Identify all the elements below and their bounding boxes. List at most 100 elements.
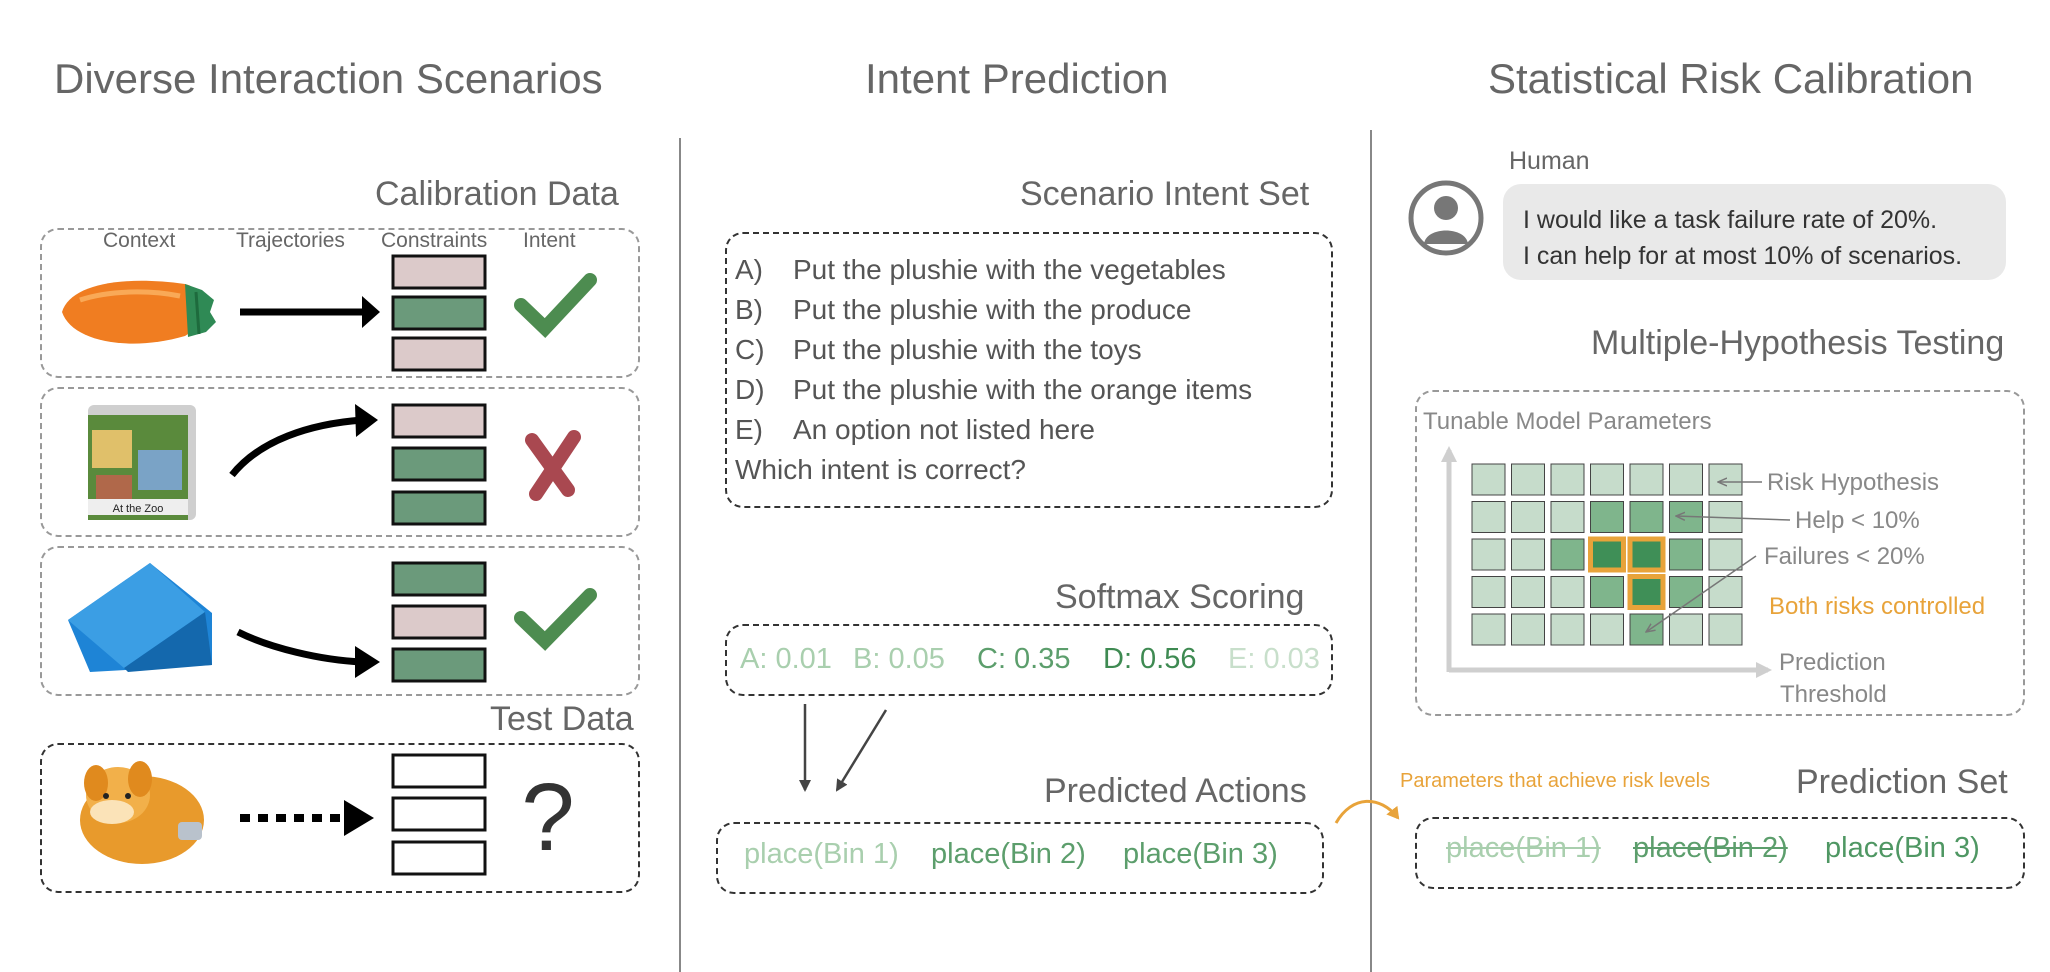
pset-bin-3: place(Bin 3): [1825, 832, 1980, 864]
trajectory-arrow-2: [229, 416, 363, 478]
pset-bin-1: place(Bin 1): [1446, 832, 1601, 864]
intent-option-e-letter: E): [735, 414, 763, 445]
calibration-row-1: [40, 228, 640, 378]
grid-cell: [1511, 613, 1545, 646]
intent-option-b-text: Put the plushie with the produce: [793, 294, 1192, 325]
orange-curved-arrow: [1334, 799, 1400, 824]
constraint-bins-test: [391, 753, 487, 876]
risk-hypothesis-label: Risk Hypothesis: [1767, 469, 1940, 496]
grid-cell: [1471, 501, 1506, 533]
intent-option-a-text: Put the plushie with the vegetables: [793, 254, 1226, 285]
grid-cell: [1629, 501, 1664, 533]
constraint-bins-1: [391, 254, 487, 372]
pset-bin-2: place(Bin 2): [1633, 832, 1788, 864]
col-header-trajectories: Trajectories: [236, 229, 345, 252]
grid-cell: [1669, 463, 1703, 496]
intent-set-box: [725, 232, 1333, 508]
grid-cell: [1627, 536, 1666, 573]
grid-cell: [1511, 501, 1545, 533]
col-header-constraints: Constraints: [381, 229, 488, 252]
constraint-bins-3: [391, 561, 487, 683]
grid-cell: [1471, 538, 1506, 571]
intent-option-d-letter: D): [735, 374, 765, 405]
human-avatar-icon: [1408, 180, 1484, 256]
check-icon-1: [514, 273, 597, 338]
score-a: A: 0.01: [740, 643, 832, 675]
cross-icon: [525, 430, 581, 501]
title-risk-calibration: Statistical Risk Calibration: [1488, 55, 1974, 102]
grid-cell: [1471, 463, 1506, 496]
mht-box: [1415, 390, 2025, 716]
zoo-book-image: At the Zoo: [88, 405, 196, 520]
grid-cell: [1590, 463, 1624, 496]
check-icon-2: [514, 588, 597, 651]
failures-pointer: [1646, 555, 1757, 632]
score-c: C: 0.35: [977, 643, 1071, 675]
grid-cell: [1708, 613, 1743, 646]
arrow-caption: Parameters that achieve risk levels: [1400, 770, 1711, 792]
help-pointer: [1676, 516, 1791, 520]
intent-option-a-letter: A): [735, 254, 763, 285]
carrot-plushie-image: [62, 280, 216, 344]
grid-cell: [1550, 501, 1585, 533]
grid-cell: [1590, 576, 1624, 608]
grid-cell: [1669, 576, 1703, 608]
grid-cell: [1669, 613, 1703, 646]
prediction-set-box: [1415, 817, 2025, 889]
grid-cell: [1511, 576, 1545, 608]
action-bin-2: place(Bin 2): [931, 838, 1086, 870]
grid-cell: [1550, 576, 1585, 608]
calibration-row-3: [40, 546, 640, 696]
intent-question: Which intent is correct?: [735, 454, 1026, 485]
grid-cell: [1550, 463, 1585, 496]
score-e: E: 0.03: [1228, 643, 1320, 675]
grid-cell: [1708, 538, 1743, 571]
grid-cell: [1629, 613, 1664, 646]
constraint-bins-2: [391, 403, 487, 526]
intent-option-c-letter: C): [735, 334, 765, 365]
softmax-title: Softmax Scoring: [1055, 578, 1305, 616]
grid-cell: [1471, 576, 1506, 608]
test-data-title: Test Data: [490, 700, 634, 738]
col-header-context: Context: [103, 229, 176, 252]
grid-cell: [1471, 613, 1506, 646]
grid-cell: [1708, 463, 1743, 496]
grid-cell: [1511, 538, 1545, 571]
grid-cell: [1590, 501, 1624, 533]
predicted-actions-box: [716, 822, 1324, 894]
grid-cell: [1511, 463, 1545, 496]
score-b: B: 0.05: [853, 643, 945, 675]
intent-option-c-text: Put the plushie with the toys: [793, 334, 1142, 365]
x-axis-label-1: Prediction: [1779, 649, 1886, 676]
grid-cell: [1629, 463, 1664, 496]
grid-cell: [1590, 613, 1624, 646]
trajectory-arrow-3: [236, 628, 363, 666]
intent-option-d-text: Put the plushie with the orange items: [793, 374, 1253, 405]
human-chat-bubble: I would like a task failure rate of 20%.…: [1503, 184, 2006, 280]
title-diverse-scenarios: Diverse Interaction Scenarios: [54, 55, 603, 102]
divider-left: [679, 138, 681, 972]
grid-cell: [1627, 574, 1666, 610]
predicted-actions-title: Predicted Actions: [1044, 772, 1307, 810]
softmax-box: [725, 624, 1333, 696]
grid-cell: [1669, 538, 1703, 571]
question-mark: ?: [521, 764, 574, 871]
action-bin-1: place(Bin 1): [744, 838, 899, 870]
divider-right: [1370, 130, 1372, 972]
orange-plushie-image: [80, 761, 204, 864]
grid-cell: [1550, 613, 1585, 646]
human-chat-line-2: I can help for at most 10% of scenarios.: [1523, 242, 1963, 270]
both-risks-label: Both risks controlled: [1769, 593, 1986, 620]
failures-label: Failures < 20%: [1764, 543, 1925, 570]
book-cover-text: At the Zoo: [113, 503, 164, 515]
intent-option-e-text: An option not listed here: [793, 414, 1095, 445]
calibration-data-title: Calibration Data: [375, 175, 619, 213]
prediction-set-title: Prediction Set: [1796, 763, 2008, 801]
test-row: [40, 743, 640, 893]
human-label: Human: [1509, 147, 1590, 175]
mht-title: Multiple-Hypothesis Testing: [1591, 324, 2005, 362]
intent-set-title: Scenario Intent Set: [1020, 175, 1310, 213]
human-chat-line-1: I would like a task failure rate of 20%.: [1523, 206, 1938, 234]
col-header-intent: Intent: [523, 229, 576, 252]
